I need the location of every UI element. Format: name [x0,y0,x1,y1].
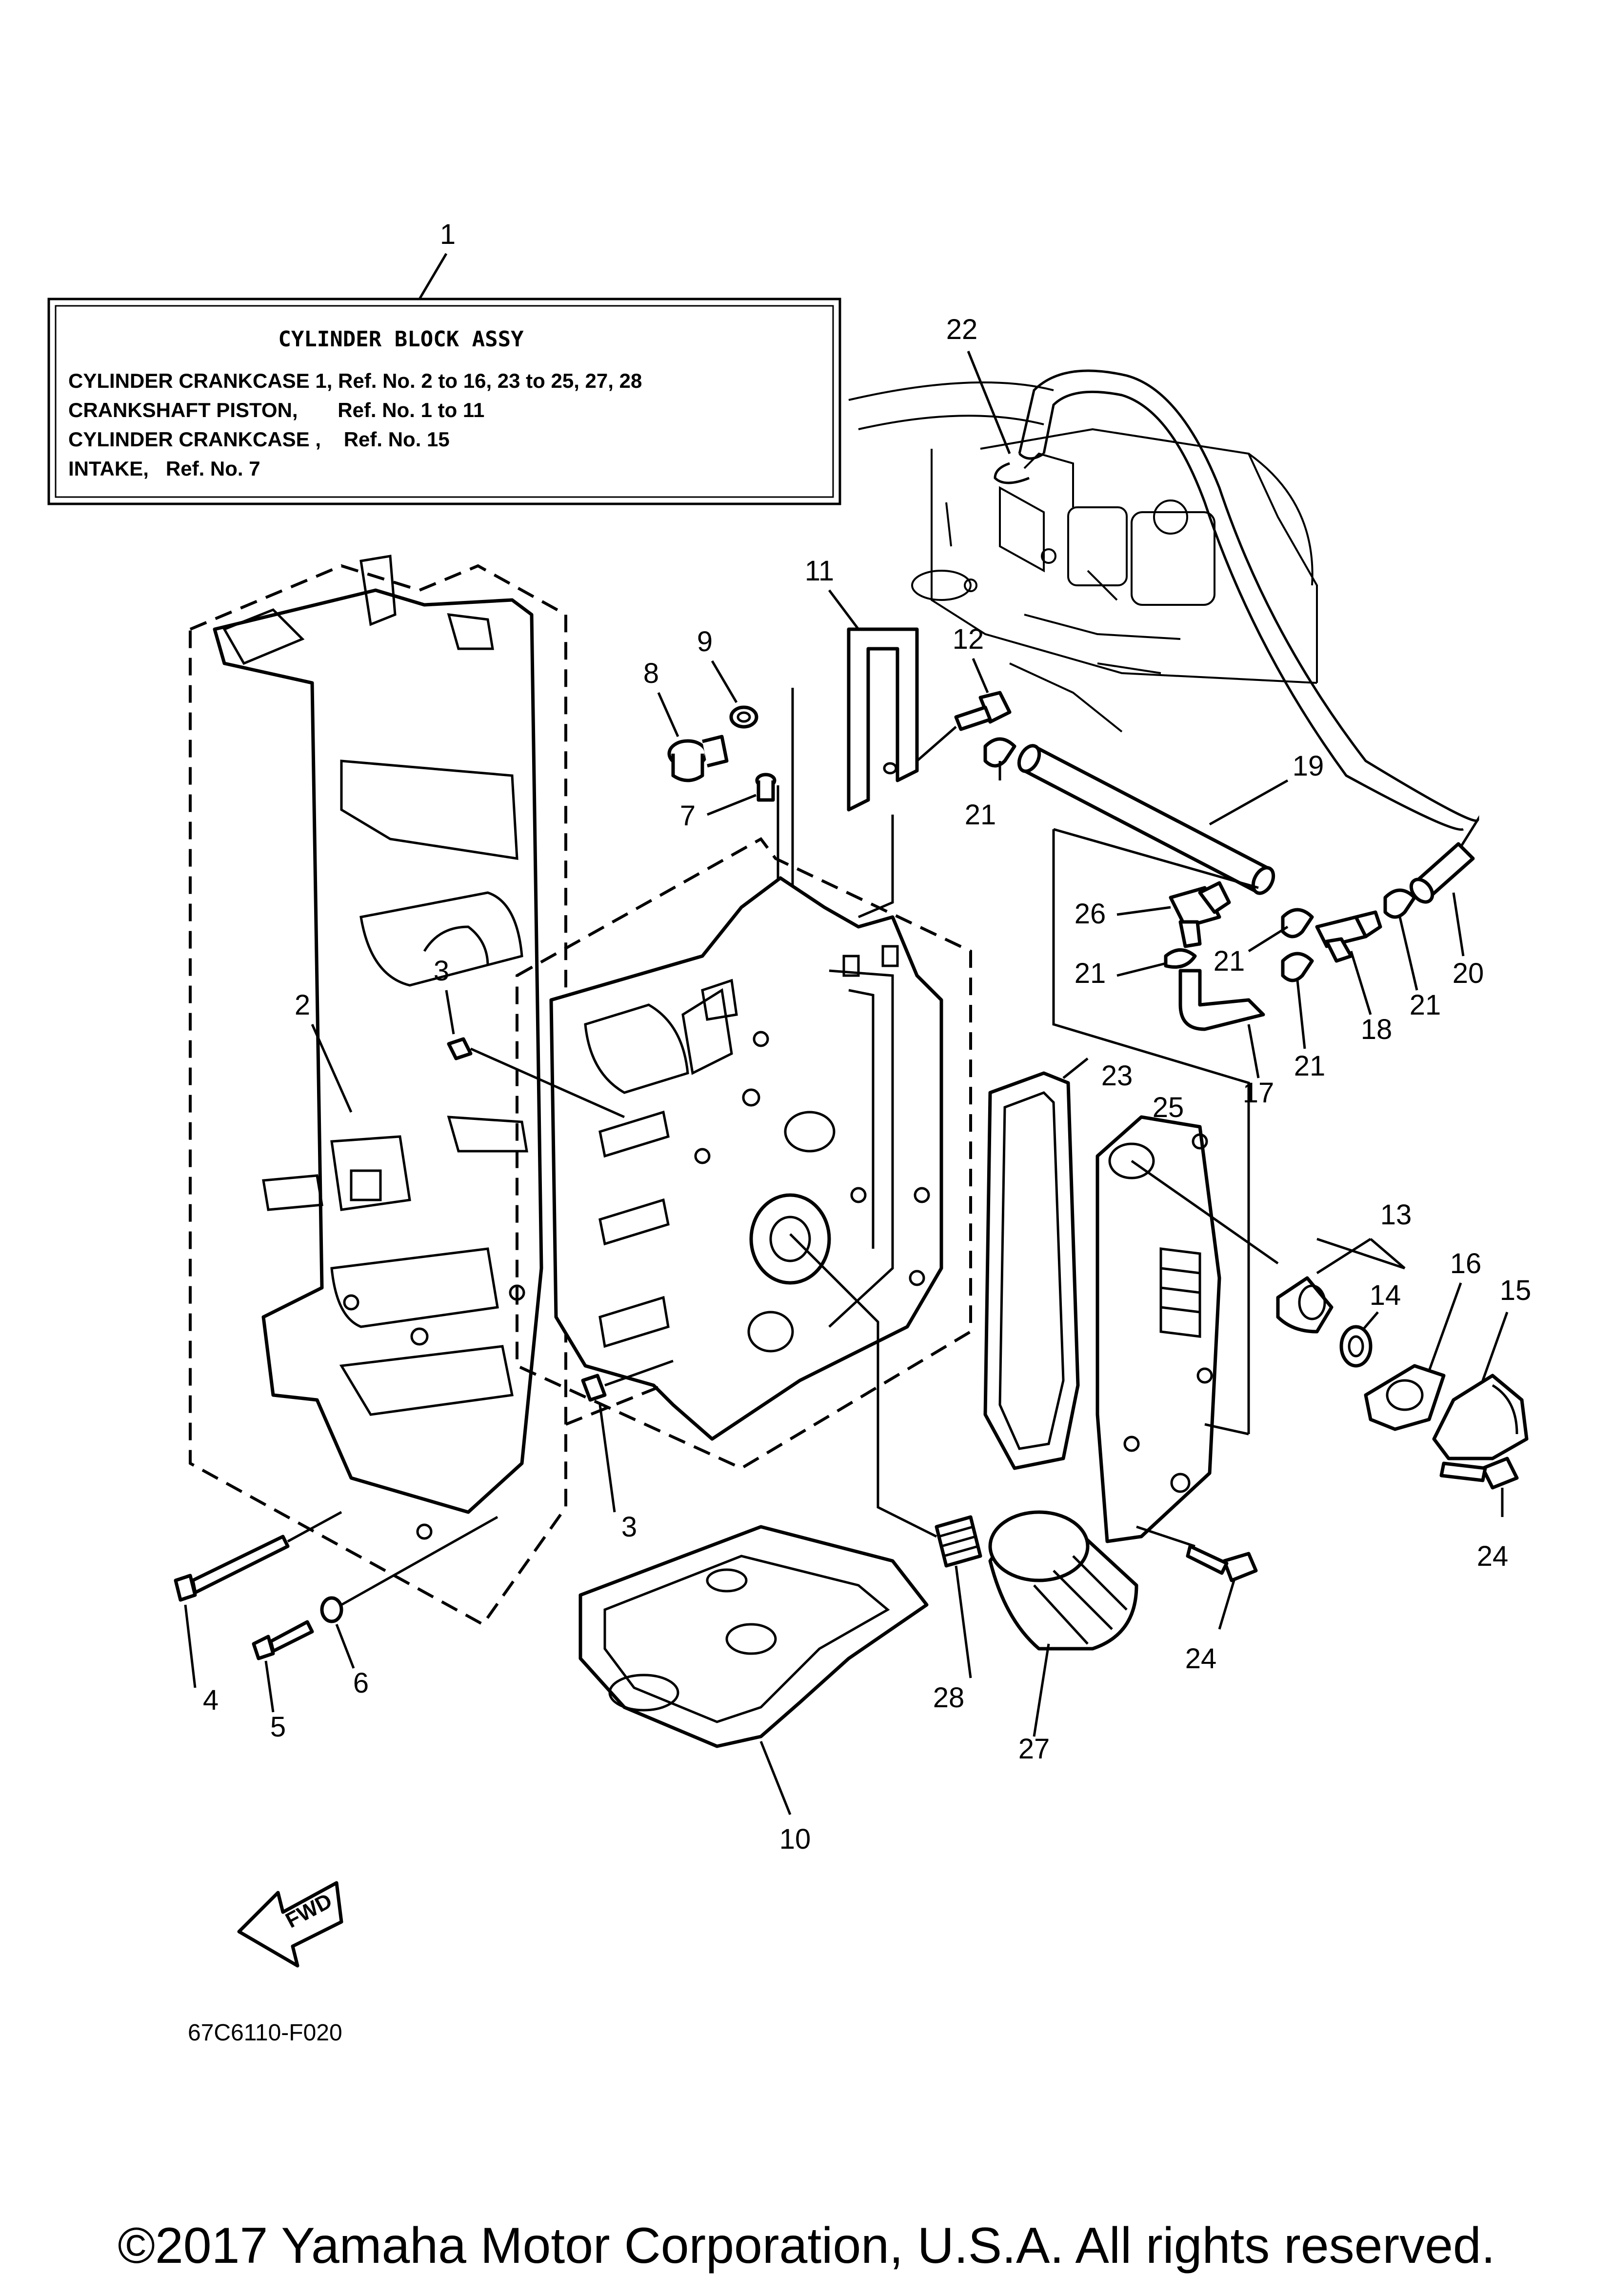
callout-13: 13 [1380,1199,1412,1231]
joint-26 [1169,881,1231,948]
washer-9 [729,705,758,729]
cylinder-block-outline [516,837,972,1470]
callout-23: 23 [1101,1060,1133,1092]
info-box: CYLINDER BLOCK ASSY CYLINDER CRANKCASE 1… [47,298,841,505]
bolt-24-a [1439,1457,1519,1490]
oil-filter-27 [988,1510,1138,1651]
hose-17 [1178,969,1265,1031]
callout-24-b: 24 [1185,1643,1217,1675]
callout-10: 10 [779,1823,811,1855]
clip-21-a [983,737,1016,780]
callout-21-e: 21 [1294,1050,1326,1082]
callout-12: 12 [953,623,984,655]
callout-8: 8 [643,658,659,689]
dowel-pin-3-a [447,1037,473,1060]
callout-18: 18 [1361,1014,1393,1045]
callout-21-c: 21 [1214,945,1245,977]
callout-14: 14 [1370,1279,1401,1311]
callout-25: 25 [1153,1092,1184,1123]
bolt-12 [954,691,1012,731]
callout-28: 28 [933,1682,965,1714]
dowel-pin-3-b [581,1374,607,1402]
hose-22 [994,369,1479,889]
callout-labels: 1 2 3 3 4 5 6 7 8 9 10 11 12 13 14 15 16… [184,219,1532,1855]
bolt-4 [174,1535,290,1602]
fwd-arrow: FWD [237,1881,343,1968]
crankcase-2-outline [189,564,567,1626]
hose-20 [1409,842,1475,904]
copyright-notice: ©2017 Yamaha Motor Corporation, U.S.A. A… [118,2217,1495,2274]
washer-6 [320,1596,343,1623]
callout-3-b: 3 [621,1511,637,1543]
callout-21-b: 21 [1075,958,1106,989]
info-box-line-2: CRANKSHAFT PISTON, Ref. No. 1 to 11 [68,399,484,421]
bolt-24-b [1186,1544,1258,1582]
callout-9: 9 [697,626,713,658]
callout-17: 17 [1243,1077,1274,1109]
info-box-line-4: INTAKE, Ref. No. 7 [68,457,260,480]
clip-21-d [1383,888,1416,919]
callout-20: 20 [1453,958,1484,989]
callout-1: 1 [440,219,456,250]
plug-28 [935,1515,982,1568]
diagram-code: 67C6110-F020 [188,2020,342,2046]
cap-8 [667,735,729,782]
clip-21-c [1281,952,1314,982]
thermostat-13 [1276,1276,1334,1334]
callout-19: 19 [1293,750,1324,782]
callout-6: 6 [353,1667,369,1699]
callout-4: 4 [203,1684,219,1716]
cylinder-block [549,876,943,1441]
cover-15 [1432,1374,1529,1460]
callout-21-d: 21 [1410,989,1441,1021]
callout-27: 27 [1018,1733,1050,1765]
callout-24-a: 24 [1477,1540,1509,1572]
bolt-5 [252,1620,314,1660]
gasket-16 [1364,1364,1446,1431]
callout-5: 5 [270,1711,286,1743]
gasket-14 [1339,1325,1373,1368]
callout-15: 15 [1500,1275,1532,1306]
bracket-11 [847,627,919,812]
gasket-23 [983,1071,1080,1470]
plug-7 [755,773,777,802]
engine-background-outline [848,381,1318,733]
callout-16: 16 [1450,1248,1482,1279]
info-box-title: CYLINDER BLOCK ASSY [278,327,524,352]
cover-25 [1095,1115,1221,1543]
callout-21-a: 21 [965,799,996,831]
gasket-10 [578,1525,929,1748]
info-box-line-1: CYLINDER CRANKCASE 1, Ref. No. 2 to 16, … [68,369,642,392]
fitting-18 [1315,910,1382,963]
info-box-line-3: CYLINDER CRANKCASE , Ref. No. 15 [68,428,450,451]
callout-11: 11 [805,555,834,587]
callout-22: 22 [946,314,978,345]
clip-21-b [1281,908,1314,938]
callout-3-a: 3 [434,955,449,987]
crankcase-2 [213,555,543,1540]
callout-7: 7 [680,800,696,832]
callout-26: 26 [1075,898,1106,930]
clip-21-e [1164,948,1197,969]
callout-2: 2 [295,989,310,1021]
